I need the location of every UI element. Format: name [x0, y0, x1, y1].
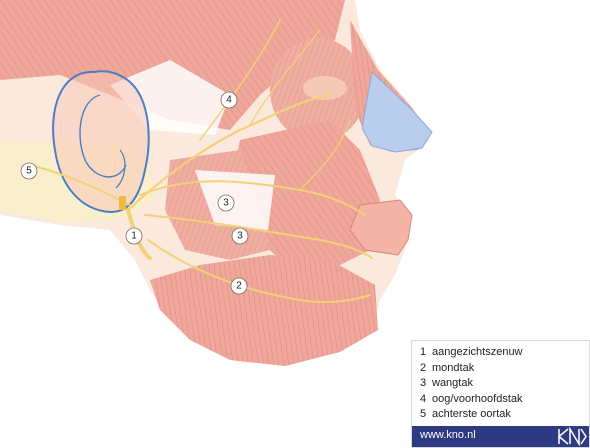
svg-text:3: 3 — [237, 231, 243, 242]
marker-3a: 3 — [218, 195, 234, 211]
svg-text:1: 1 — [131, 231, 137, 242]
marker-5: 5 — [21, 163, 37, 179]
svg-text:2: 2 — [236, 281, 242, 292]
svg-text:3: 3 — [223, 198, 229, 209]
legend-footer: www.kno.nl — [412, 426, 589, 447]
nerve-trunk — [119, 196, 126, 210]
svg-text:5: 5 — [26, 166, 32, 177]
marker-2: 2 — [231, 278, 247, 294]
svg-text:4: 4 — [226, 95, 232, 106]
kno-logo-icon — [557, 427, 587, 446]
platysma-muscle — [150, 255, 378, 366]
marker-3b: 3 — [232, 228, 248, 244]
nose-cartilage — [362, 72, 432, 152]
footer-url[interactable]: www.kno.nl — [420, 429, 476, 441]
marker-1: 1 — [126, 228, 142, 244]
marker-4: 4 — [221, 92, 237, 108]
